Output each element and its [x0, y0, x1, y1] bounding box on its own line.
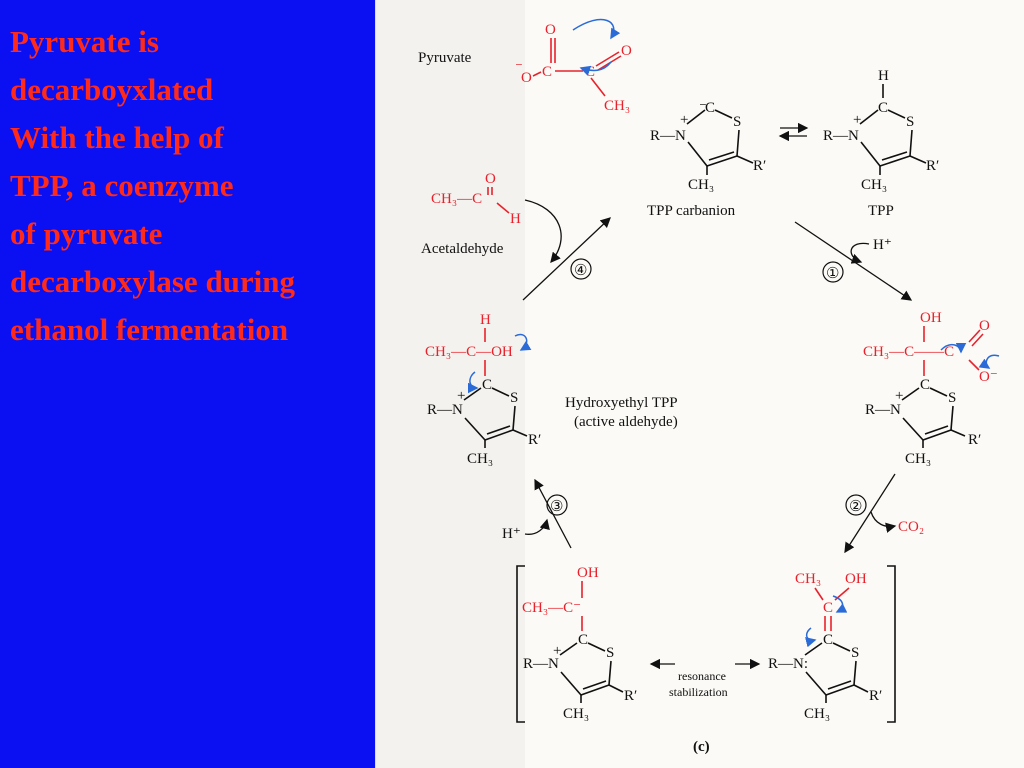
svg-text:③: ③	[550, 499, 563, 515]
svg-text:CH₃—C: CH₃—C	[431, 191, 482, 207]
svg-text:+: +	[680, 112, 688, 128]
svg-text:②: ②	[849, 499, 862, 515]
svg-text:+: +	[553, 643, 561, 659]
pyruvate-structure: Pyruvate O O O C C CH₃ ⁻	[418, 18, 632, 114]
tpp-carbanion-label: TPP carbanion	[647, 203, 736, 219]
tpp-label: TPP	[868, 203, 894, 219]
svg-text:S: S	[510, 390, 518, 406]
svg-text:S: S	[851, 645, 859, 661]
svg-text:O: O	[979, 318, 990, 334]
stabilization-label: stabilization	[669, 685, 728, 699]
caption-line: TPP, a coenzyme	[10, 168, 234, 203]
acetaldehyde-label: Acetaldehyde	[421, 241, 504, 257]
svg-text:R—N:: R—N:	[768, 656, 808, 672]
resonance-label: resonance	[678, 669, 726, 683]
svg-text:+: +	[853, 112, 861, 128]
svg-text:OH: OH	[577, 565, 599, 581]
svg-text:R—N: R—N	[865, 402, 901, 418]
caption-line: With the help of	[10, 120, 224, 155]
svg-text:CH₃—C——C: CH₃—C——C	[863, 344, 954, 360]
svg-text:CH₃: CH₃	[804, 706, 830, 722]
svg-text:C: C	[542, 64, 552, 80]
svg-text:C: C	[878, 100, 888, 116]
svg-text:⁻: ⁻	[515, 60, 523, 76]
svg-text:H: H	[510, 211, 521, 227]
reaction-mechanism-diagram: Pyruvate O O O C C CH₃ ⁻ ⁻ C R—N + S R′ …	[375, 0, 1000, 768]
tpp-structure: H C R—N + S R′ CH₃ TPP	[823, 68, 939, 219]
caption-line: decarboxylase during	[10, 264, 296, 299]
step-1: ① H⁺	[794, 221, 913, 301]
svg-text:①: ①	[826, 266, 839, 282]
svg-text:CH₃: CH₃	[604, 98, 630, 114]
background-texture	[375, 0, 525, 768]
hydroxyethyl-tpp-label: Hydroxyethyl TPP	[565, 395, 678, 411]
svg-text:CH₃: CH₃	[688, 177, 714, 193]
svg-text:C: C	[823, 600, 833, 616]
svg-text:CH₃: CH₃	[563, 706, 589, 722]
caption-line: ethanol fermentation	[10, 312, 289, 347]
step-4: ④	[522, 217, 611, 301]
svg-text:S: S	[733, 114, 741, 130]
pyruvate-tpp-adduct-structure: OH O CH₃—C——C O⁻ C R—N + S R′ CH₃	[863, 310, 1000, 467]
svg-text:C: C	[578, 632, 588, 648]
svg-text:CH₃: CH₃	[905, 451, 931, 467]
svg-text:OH: OH	[845, 571, 867, 587]
svg-text:CH₃: CH₃	[795, 571, 821, 587]
svg-text:R—N: R—N	[523, 656, 559, 672]
svg-text:H⁺: H⁺	[502, 526, 521, 542]
step-2: ② CO₂	[844, 473, 924, 554]
svg-text:C: C	[585, 64, 595, 80]
svg-text:O: O	[621, 43, 632, 59]
svg-text:⁻: ⁻	[699, 100, 707, 116]
resonance-structures: OH CH₃—C⁻ C R—N + S R′ CH₃ resonance sta…	[516, 565, 896, 723]
svg-text:CH₃: CH₃	[861, 177, 887, 193]
svg-text:R′: R′	[624, 688, 637, 704]
svg-text:S: S	[606, 645, 614, 661]
svg-text:C: C	[823, 632, 833, 648]
svg-text:H: H	[480, 312, 491, 328]
svg-text:OH: OH	[920, 310, 942, 326]
svg-text:S: S	[948, 390, 956, 406]
svg-text:CH₃—C⁻: CH₃—C⁻	[522, 600, 581, 616]
panel-label: (c)	[693, 739, 710, 755]
tpp-carbanion-structure: ⁻ C R—N + S R′ CH₃ TPP carbanion	[647, 100, 766, 219]
acetaldehyde-structure: O CH₃—C H Acetaldehyde	[421, 171, 562, 263]
svg-text:O: O	[521, 70, 532, 86]
svg-text:O: O	[545, 22, 556, 38]
svg-text:C: C	[482, 377, 492, 393]
equilibrium-arrows	[778, 122, 809, 142]
svg-text:H⁺: H⁺	[873, 237, 892, 253]
co2-label: CO₂	[898, 519, 924, 535]
svg-text:R′: R′	[528, 432, 541, 448]
svg-text:R—N: R—N	[823, 128, 859, 144]
hydroxyethyl-tpp-structure: H CH₃—C—OH C R—N + S R′ CH₃ Hydroxyethyl…	[425, 312, 678, 467]
svg-text:R′: R′	[753, 158, 766, 174]
svg-text:C: C	[705, 100, 715, 116]
slide-caption: Pyruvate is decarboyxlated With the help…	[10, 18, 370, 354]
svg-text:R′: R′	[926, 158, 939, 174]
pyruvate-label: Pyruvate	[418, 50, 472, 66]
svg-text:CH₃: CH₃	[467, 451, 493, 467]
caption-line: decarboyxlated	[10, 72, 214, 107]
svg-text:H: H	[878, 68, 889, 84]
svg-text:S: S	[906, 114, 914, 130]
caption-line: of pyruvate	[10, 216, 163, 251]
caption-line: Pyruvate is	[10, 24, 159, 59]
active-aldehyde-label: (active aldehyde)	[574, 414, 678, 430]
svg-text:CH₃—C—OH: CH₃—C—OH	[425, 344, 513, 360]
svg-text:+: +	[895, 388, 903, 404]
svg-text:O: O	[485, 171, 496, 187]
svg-text:C: C	[920, 377, 930, 393]
svg-text:R′: R′	[968, 432, 981, 448]
svg-text:④: ④	[574, 263, 587, 279]
svg-text:O⁻: O⁻	[979, 369, 998, 385]
svg-text:R′: R′	[869, 688, 882, 704]
step-3: ③ H⁺	[502, 478, 572, 549]
reaction-figure: Pyruvate O O O C C CH₃ ⁻ ⁻ C R—N + S R′ …	[375, 0, 1024, 768]
svg-text:+: +	[457, 388, 465, 404]
svg-text:R—N: R—N	[650, 128, 686, 144]
svg-text:R—N: R—N	[427, 402, 463, 418]
